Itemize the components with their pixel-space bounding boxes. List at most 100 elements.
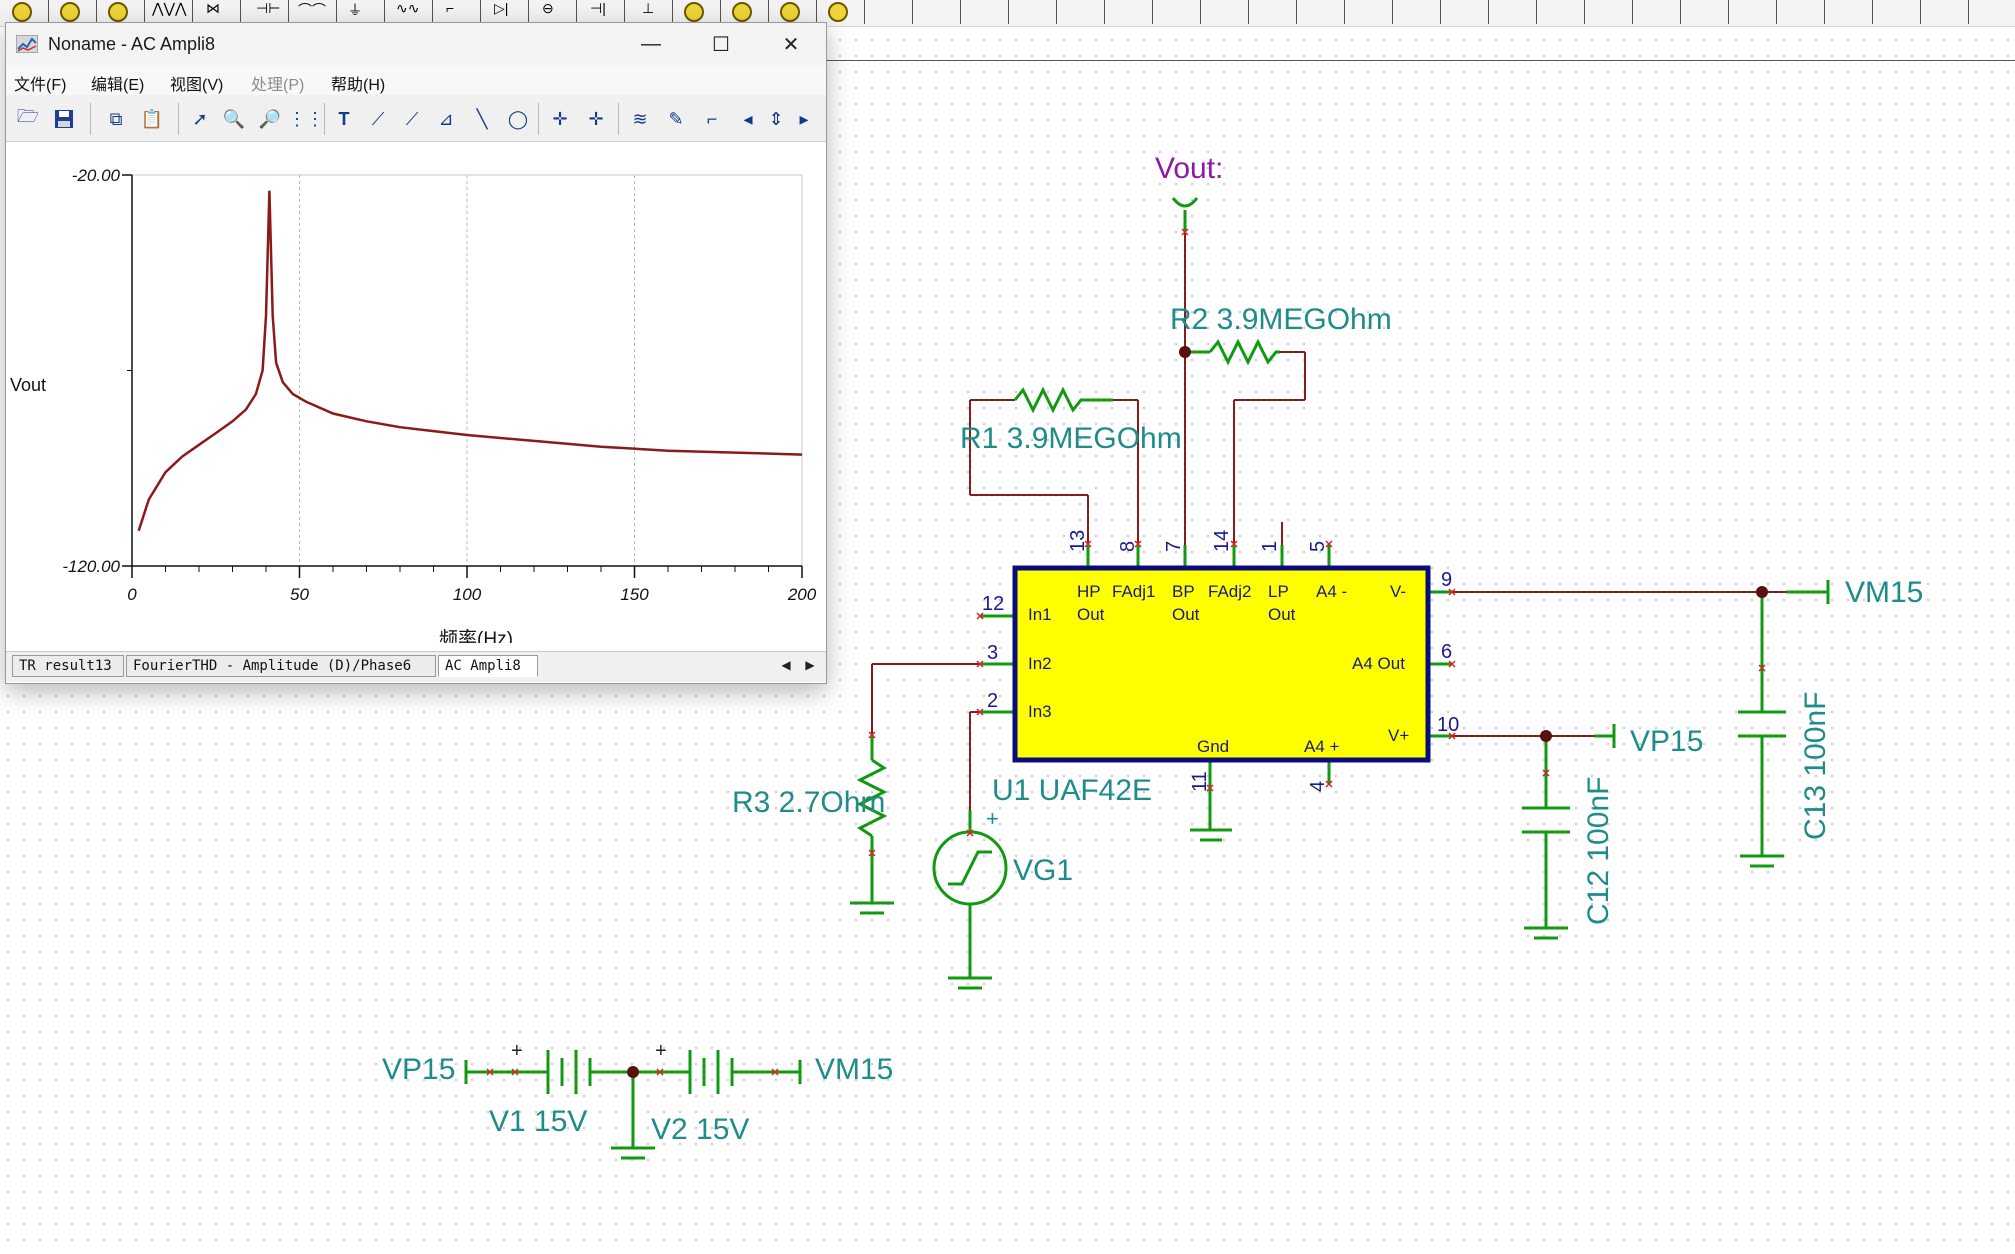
ic-label-in1: In1	[1028, 605, 1052, 624]
tab-scroll-right-icon[interactable]: ▶	[805, 658, 815, 672]
toolbar-cell[interactable]	[1536, 0, 1585, 24]
pin-number: 9	[1441, 569, 1452, 591]
toolbar-cell[interactable]: ⊣⊢	[240, 0, 289, 24]
add-curve-icon[interactable]: ≋	[632, 108, 648, 129]
inductor-icon: ⌒⌒	[298, 2, 326, 18]
toolbar-cell[interactable]	[1872, 0, 1921, 24]
dimension-icon[interactable]: ⊿	[438, 108, 454, 129]
x-tick-label: 200	[787, 585, 817, 604]
toolbar-cell[interactable]	[1440, 0, 1489, 24]
ellipse-icon[interactable]: ◯	[507, 108, 529, 129]
menu-process[interactable]: 处理(P)	[251, 77, 305, 94]
toolbar-cell[interactable]	[1008, 0, 1057, 24]
u1-ic-body[interactable]	[1012, 565, 1431, 763]
toolbar-cell[interactable]	[816, 0, 865, 24]
toolbar-cell[interactable]: ⊥	[624, 0, 673, 24]
pin-number: 8	[1117, 541, 1139, 552]
pointer-icon[interactable]: ➚	[192, 108, 208, 129]
tab-scroll-left-icon[interactable]: ◀	[781, 658, 791, 672]
toolbar-cell[interactable]	[1728, 0, 1777, 24]
probe-icon	[828, 2, 848, 22]
step-icon[interactable]: ⌐	[706, 108, 718, 129]
tab-ac-ampli[interactable]: AC Ampli8	[438, 655, 538, 677]
toolbar-cell[interactable]	[672, 0, 721, 24]
pin-marks	[486, 228, 1766, 1076]
toolbar-cell[interactable]	[1392, 0, 1441, 24]
maximize-button[interactable]: ☐	[712, 33, 730, 56]
potentiometer-icon: ⋈	[206, 0, 220, 16]
toolbar-cell[interactable]	[720, 0, 769, 24]
menu-help[interactable]: 帮助(H)	[331, 77, 386, 94]
toolbar-cell[interactable]	[96, 0, 145, 24]
toolbar-cell[interactable]	[960, 0, 1009, 24]
toolbar-cell[interactable]	[864, 0, 913, 24]
toolbar-cell[interactable]: ⋈	[192, 0, 241, 24]
probe-pen-icon[interactable]: ✎	[668, 108, 684, 129]
toolbar-cell[interactable]: ⋀⋁⋀	[144, 0, 193, 24]
toolbar-cell[interactable]	[1104, 0, 1153, 24]
toolbar-cell[interactable]: ⏚	[336, 0, 385, 24]
zoom-in-icon[interactable]: 🔍	[222, 108, 246, 129]
toolbar-cell[interactable]	[1248, 0, 1297, 24]
toolbar-cell[interactable]	[1680, 0, 1729, 24]
toolbar-cell[interactable]	[1632, 0, 1681, 24]
annotation2-icon[interactable]: ⟋	[405, 108, 419, 129]
toolbar-cell[interactable]	[768, 0, 817, 24]
ic-label-a4-out: A4 Out	[1352, 654, 1405, 673]
toolbar-cell[interactable]: ⌒⌒	[288, 0, 337, 24]
paste-icon[interactable]: 📋	[140, 108, 164, 129]
pin-mark	[771, 1068, 779, 1076]
toolbar-cell[interactable]	[1824, 0, 1873, 24]
menu-file[interactable]: 文件(F)	[14, 77, 67, 94]
tab-fourier-thd[interactable]: FourierTHD - Amplitude (D)/Phase6	[126, 655, 436, 677]
window-title-bar[interactable]: Noname - AC Ampli8 — ☐ ✕	[6, 23, 826, 65]
pin-mark	[1758, 664, 1766, 672]
ic-label-bp-out: Out	[1172, 605, 1200, 624]
pin-number: 10	[1437, 714, 1459, 736]
annotation-icon[interactable]: ⟋	[371, 108, 385, 129]
toolbar-cell[interactable]	[1152, 0, 1201, 24]
probe-icon	[780, 2, 800, 22]
toolbar-cell[interactable]: ⊣|	[576, 0, 625, 24]
arrow-updown-icon[interactable]: ⇕	[768, 108, 784, 129]
zoom-100-icon[interactable]: 🔎	[258, 108, 282, 129]
toolbar-cell[interactable]	[0, 0, 49, 24]
junction-node	[1179, 346, 1191, 358]
toolbar-cell[interactable]	[1296, 0, 1345, 24]
component-leads	[464, 197, 1830, 1160]
close-button[interactable]: ✕	[782, 33, 800, 56]
toolbar-cell[interactable]: ⌐	[432, 0, 481, 24]
toolbar-cell[interactable]	[1584, 0, 1633, 24]
pin-mark	[976, 612, 984, 620]
probe-icon	[732, 2, 752, 22]
toolbar-cell[interactable]	[48, 0, 97, 24]
pin-mark	[486, 1068, 494, 1076]
open-folder-icon[interactable]: 🗁	[16, 106, 40, 126]
cursor-a-icon[interactable]: ✛	[552, 108, 568, 129]
toolbar-cell[interactable]: ▷|	[480, 0, 529, 24]
x-tick-label: 100	[453, 585, 482, 604]
toolbar-cell[interactable]	[912, 0, 961, 24]
toolbar-cell[interactable]	[1200, 0, 1249, 24]
toolbar-cell[interactable]	[1344, 0, 1393, 24]
menu-view[interactable]: 视图(V)	[170, 77, 224, 94]
toolbar-cell[interactable]: ∿∿	[384, 0, 433, 24]
toolbar-cell[interactable]: ⊖	[528, 0, 577, 24]
cursor-b-icon[interactable]: ✛	[588, 108, 604, 129]
save-icon[interactable]	[50, 105, 78, 133]
text-icon[interactable]: T	[338, 108, 350, 129]
toolbar-cell[interactable]	[1776, 0, 1825, 24]
copy-icon[interactable]: ⧉	[109, 108, 123, 129]
toolbar-cell[interactable]	[1056, 0, 1105, 24]
ac-analysis-window[interactable]: Noname - AC Ampli8 — ☐ ✕ 文件(F) 编辑(E) 视图(…	[5, 22, 827, 684]
toolbar-cell[interactable]	[1920, 0, 1969, 24]
minimize-button[interactable]: —	[641, 32, 661, 55]
tab-tr-result[interactable]: TR result13	[12, 655, 124, 677]
arrow-left-icon[interactable]: ◂	[743, 108, 753, 129]
grid-icon[interactable]: ⋮⋮	[288, 108, 324, 129]
toolbar-cell[interactable]	[1488, 0, 1537, 24]
menu-edit[interactable]: 编辑(E)	[91, 77, 145, 94]
line-icon[interactable]: ╲	[476, 108, 488, 129]
arrow-right-icon[interactable]: ▸	[799, 108, 809, 129]
